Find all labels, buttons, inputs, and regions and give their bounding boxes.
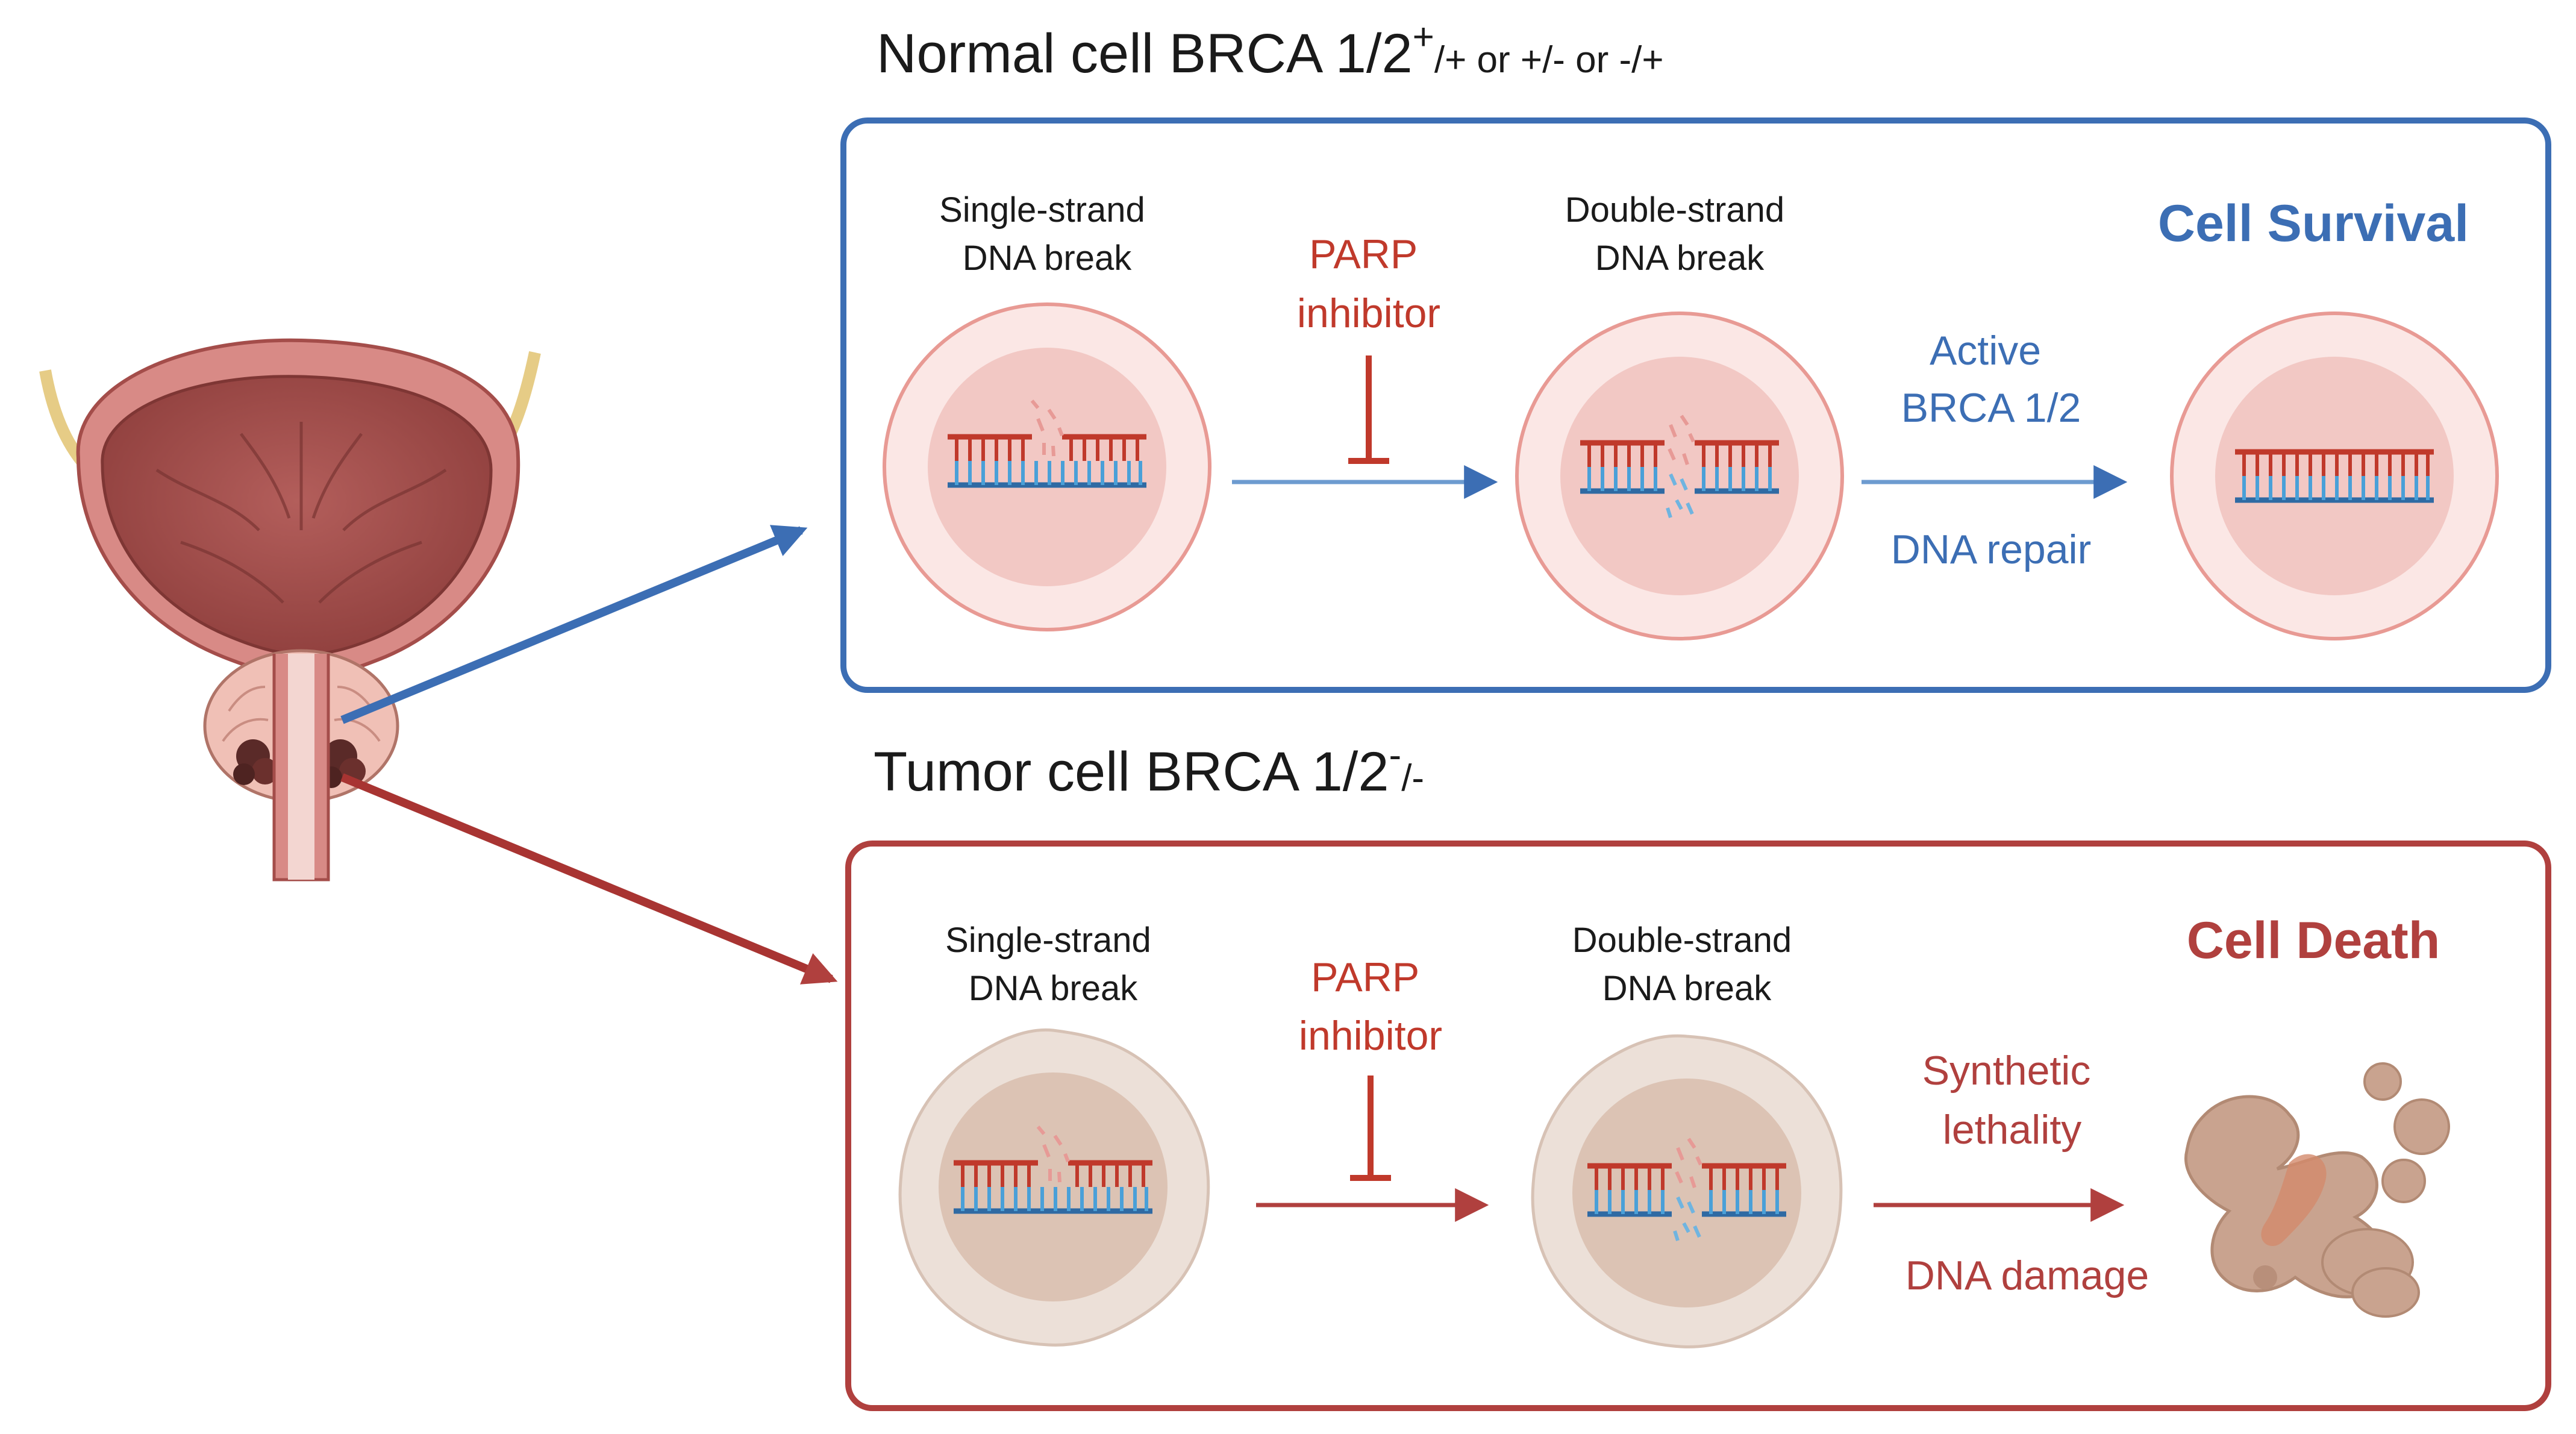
normal-panel xyxy=(840,117,2551,693)
normal-ssb-cell xyxy=(883,302,1211,631)
tumor-process-label: Synthetic lethality xyxy=(1922,1048,2102,1153)
normal-step2-label: Double-strand DNA break xyxy=(1565,190,1794,278)
tumor-inhibition-symbol xyxy=(1350,1076,1391,1181)
tumor-dsb-cell xyxy=(1531,1034,1843,1348)
tumor-ssb-cell xyxy=(898,1028,1210,1347)
tumor-inhibitor-label: PARP inhibitor xyxy=(1299,954,1442,1059)
normal-dsb-cell xyxy=(1515,312,1844,640)
tumor-process-below: DNA damage xyxy=(1905,1253,2149,1298)
normal-title: Normal cell BRCA 1/2+/+ or +/- or -/+ xyxy=(877,16,1664,84)
arrow-to-normal xyxy=(340,525,808,724)
normal-process-label: Active BRCA 1/2 xyxy=(1901,328,2081,431)
normal-inhibition-symbol xyxy=(1348,355,1389,464)
normal-process-below: DNA repair xyxy=(1891,527,2092,572)
tumor-panel xyxy=(845,841,2551,1411)
normal-repaired-cell xyxy=(2170,312,2499,640)
arrow-to-tumor xyxy=(340,773,838,985)
normal-inhibitor-label: PARP inhibitor xyxy=(1297,231,1440,336)
bladder-prostate-illustration xyxy=(39,338,541,881)
dead-cell-fragments-icon xyxy=(2184,1062,2450,1318)
tumor-step1-label: Single-strand DNA break xyxy=(945,921,1161,1008)
normal-outcome: Cell Survival xyxy=(2158,195,2469,252)
normal-cell-section: Normal cell BRCA 1/2+/+ or +/- or -/+ Si… xyxy=(840,16,2551,693)
tumor-outcome: Cell Death xyxy=(2187,912,2440,969)
tumor-cell-section: Tumor cell BRCA 1/2-/- Single-strand DNA… xyxy=(845,734,2551,1411)
normal-step1-label: Single-strand DNA break xyxy=(939,190,1155,278)
tumor-title: Tumor cell BRCA 1/2-/- xyxy=(874,734,1424,803)
tumor-step2-label: Double-strand DNA break xyxy=(1572,921,1801,1008)
